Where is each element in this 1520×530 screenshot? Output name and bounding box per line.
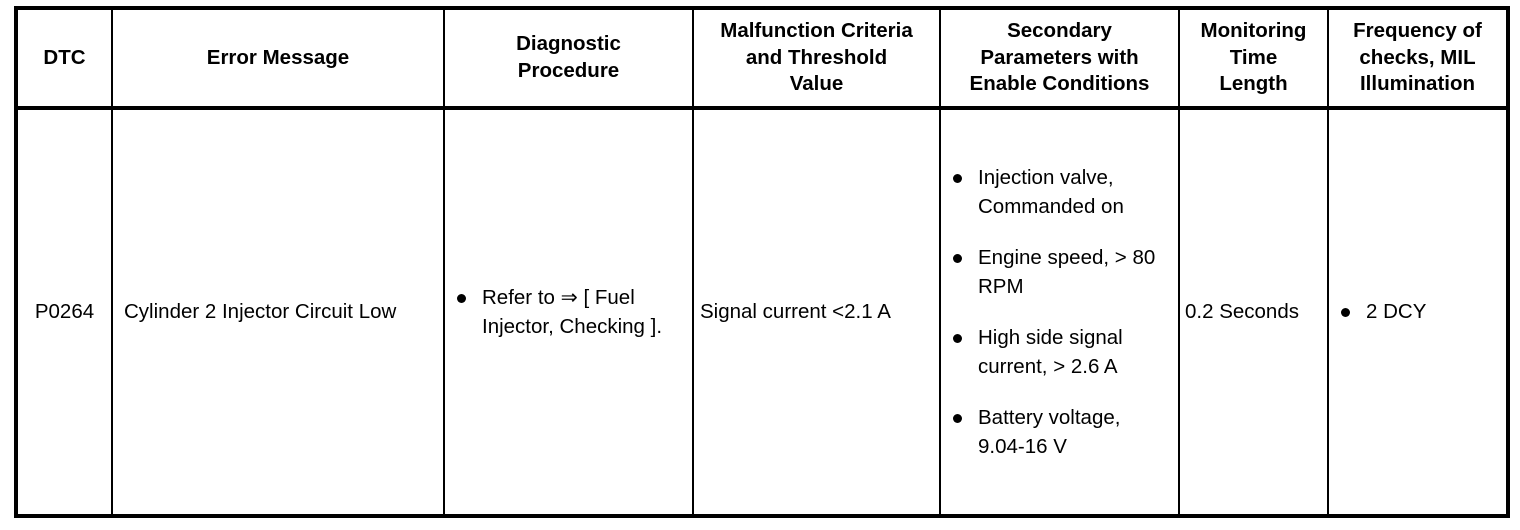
list-item: Engine speed, > 80 RPM — [948, 243, 1171, 301]
cell-monitoring-time-length: 0.2 Seconds — [1178, 108, 1329, 516]
secondary-parameters-list: Injection valve, Commanded on Engine spe… — [948, 163, 1171, 462]
list-item: Refer to ⇒ [ Fuel Injector, Checking ]. — [452, 283, 685, 341]
column-header-malfunction-criteria: Malfunction Criteria and Threshold Value — [692, 8, 941, 110]
cell-secondary-parameters: Injection valve, Commanded on Engine spe… — [939, 108, 1180, 516]
column-header-monitoring-time: Monitoring Time Length — [1178, 8, 1329, 110]
cell-error-message: Cylinder 2 Injector Circuit Low — [111, 108, 445, 516]
column-header-diagnostic-procedure: Diagnostic Procedure — [443, 8, 694, 110]
list-item: Battery voltage, 9.04-16 V — [948, 403, 1171, 461]
list-item: High side signal current, > 2.6 A — [948, 323, 1171, 381]
cell-dtc: P0264 — [15, 108, 113, 516]
table-body: P0264 Cylinder 2 Injector Circuit Low Re… — [15, 108, 1509, 516]
table-header: DTC Error Message Diagnostic Procedure M… — [15, 8, 1509, 110]
column-header-error-message: Error Message — [111, 8, 445, 110]
list-item: Injection valve, Commanded on — [948, 163, 1171, 221]
column-header-dtc: DTC — [15, 8, 113, 110]
table-row: P0264 Cylinder 2 Injector Circuit Low Re… — [15, 108, 1509, 516]
diagnostic-procedure-list: Refer to ⇒ [ Fuel Injector, Checking ]. — [452, 283, 685, 341]
dtc-table: DTC Error Message Diagnostic Procedure M… — [14, 6, 1510, 518]
cell-diagnostic-procedure: Refer to ⇒ [ Fuel Injector, Checking ]. — [443, 108, 694, 516]
column-header-secondary-parameters: Secondary Parameters with Enable Conditi… — [939, 8, 1180, 110]
column-header-frequency-checks-mil: Frequency of checks, MIL Illumination — [1327, 8, 1509, 110]
list-item: 2 DCY — [1336, 297, 1499, 326]
cell-frequency-of-checks: 2 DCY — [1327, 108, 1509, 516]
table-header-row: DTC Error Message Diagnostic Procedure M… — [15, 8, 1509, 110]
frequency-of-checks-list: 2 DCY — [1336, 297, 1499, 326]
cell-malfunction-criteria: Signal current <2.1 A — [692, 108, 941, 516]
